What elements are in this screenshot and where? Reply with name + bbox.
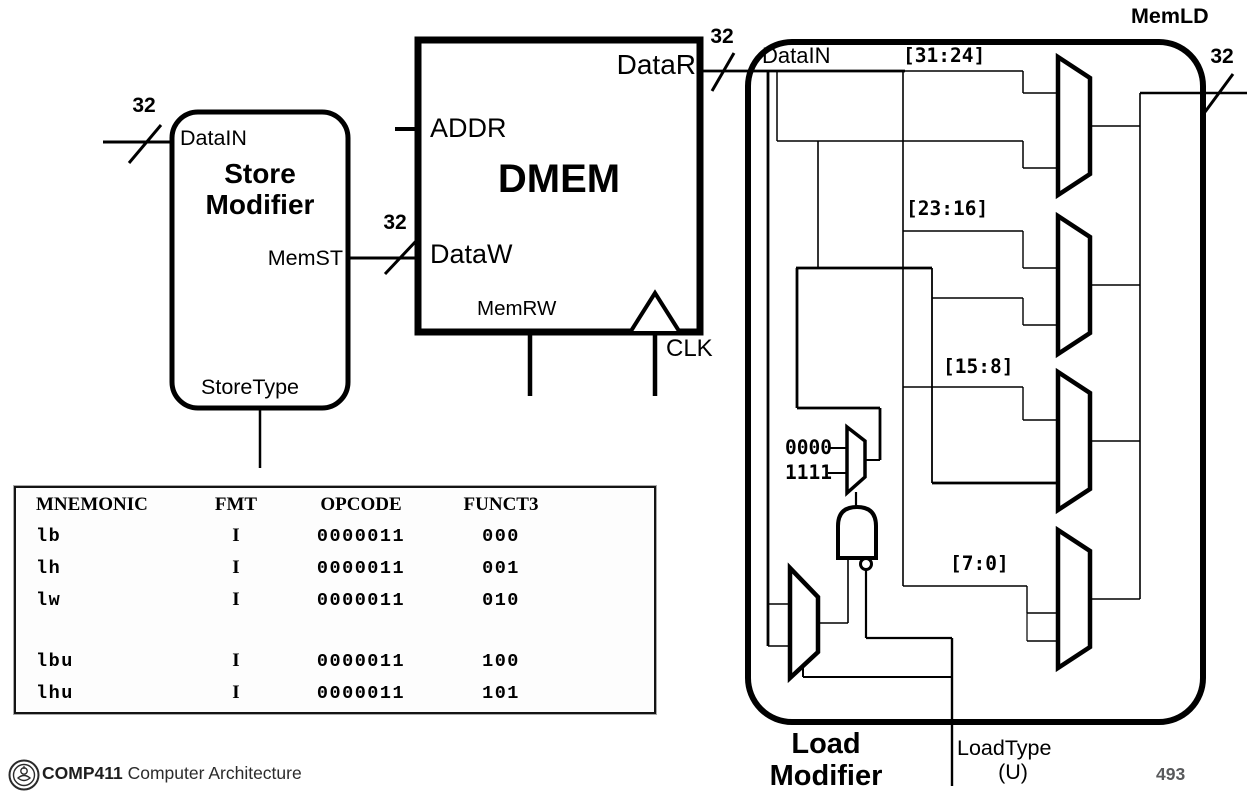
bus-width-label: 32 — [1210, 45, 1234, 68]
nand-bubble — [859, 557, 873, 571]
cell-funct3: 000 — [482, 525, 520, 547]
const-ones-label: 1111 — [785, 461, 832, 484]
const-zeros-label: 0000 — [785, 436, 832, 459]
memld-block-label: MemLD — [1131, 4, 1209, 28]
footer-course-title: Computer Architecture — [127, 763, 302, 783]
clk-edge-triangle — [629, 289, 681, 333]
cell-funct3: 100 — [482, 650, 520, 672]
table-spacer-row — [24, 616, 566, 645]
university-seal-logo — [8, 759, 40, 791]
bus-width-label: 32 — [383, 211, 407, 234]
table-row: lhu I 0000011 101 — [24, 677, 566, 709]
dmem-block — [414, 36, 704, 336]
table-row: lbu I 0000011 100 — [24, 645, 566, 677]
col-header-opcode: OPCODE — [320, 494, 402, 515]
port-dataw: DataW — [430, 239, 513, 269]
col-header-fmt: FMT — [214, 494, 258, 515]
table-row: lw I 0000011 010 — [24, 584, 566, 616]
bus-slash — [383, 238, 419, 276]
byte-range-15-8: [15:8] — [943, 355, 1014, 378]
bus-width-label: 32 — [132, 94, 156, 117]
table-row: lh I 0000011 001 — [24, 552, 566, 584]
byte-range-7-0: [7:0] — [950, 552, 1009, 575]
port-datain-memld: DataIN — [762, 43, 831, 68]
cell-mnemonic: lh — [36, 557, 62, 579]
cell-mnemonic: lw — [36, 589, 62, 611]
footer-course-code: COMP411 — [42, 763, 123, 783]
cell-funct3: 010 — [482, 589, 520, 611]
cell-mnemonic: lb — [36, 525, 62, 547]
table-row: lb I 0000011 000 — [24, 520, 566, 552]
store-modifier-title-1: Store — [224, 158, 296, 189]
col-header-mnemonic: MNEMONIC — [36, 494, 148, 515]
cell-fmt: I — [232, 557, 240, 578]
bus-width-label: 32 — [710, 25, 734, 48]
cell-fmt: I — [232, 589, 240, 610]
port-storetype: StoreType — [201, 375, 299, 399]
cell-fmt: I — [232, 682, 240, 703]
mux-31-24 — [1055, 52, 1093, 200]
store-modifier-title-2: Modifier — [205, 189, 315, 220]
port-datar: DataR — [616, 49, 696, 80]
sign-const-mux — [845, 423, 867, 497]
loadtype-qualifier: (U) — [998, 760, 1028, 784]
loadtype-label: LoadType — [957, 736, 1052, 760]
bus-slash — [710, 52, 736, 92]
mux-7-0 — [1055, 525, 1093, 673]
cell-fmt: I — [232, 525, 240, 546]
port-addr: ADDR — [430, 113, 507, 143]
mux-15-8 — [1055, 367, 1093, 515]
cell-mnemonic: lbu — [36, 650, 74, 672]
cell-fmt: I — [232, 650, 240, 671]
cell-funct3: 101 — [482, 682, 520, 704]
load-modifier-title-1: Load — [791, 728, 861, 760]
lane-select-mux — [787, 562, 821, 684]
dmem-title: DMEM — [497, 157, 621, 201]
load-opcode-table: MNEMONIC FMT OPCODE FUNCT3 lb I 0000011 … — [14, 486, 656, 714]
cell-opcode: 0000011 — [316, 589, 406, 611]
footer: COMP411 Computer Architecture — [42, 763, 302, 784]
port-memrw: MemRW — [477, 297, 557, 320]
cell-opcode: 0000011 — [316, 557, 406, 579]
clk-label: CLK — [666, 335, 713, 362]
port-memst: MemST — [267, 246, 343, 270]
cell-mnemonic: lhu — [36, 682, 74, 704]
cell-funct3: 001 — [482, 557, 520, 579]
bus-slash — [1203, 73, 1235, 113]
cell-opcode: 0000011 — [316, 525, 406, 547]
load-modifier-title-2: Modifier — [769, 760, 883, 792]
mux-23-16 — [1055, 211, 1093, 359]
byte-range-31-24: [31:24] — [903, 44, 986, 67]
page-number: 493 — [1156, 764, 1186, 784]
cell-opcode: 0000011 — [316, 650, 406, 672]
nand-gate — [836, 504, 878, 560]
cell-opcode: 0000011 — [316, 682, 406, 704]
table-header-row: MNEMONIC FMT OPCODE FUNCT3 — [24, 490, 566, 520]
port-datain-store: DataIN — [180, 126, 247, 150]
col-header-funct3: FUNCT3 — [463, 494, 539, 515]
byte-range-23-16: [23:16] — [906, 197, 989, 220]
bus-slash — [127, 124, 163, 164]
